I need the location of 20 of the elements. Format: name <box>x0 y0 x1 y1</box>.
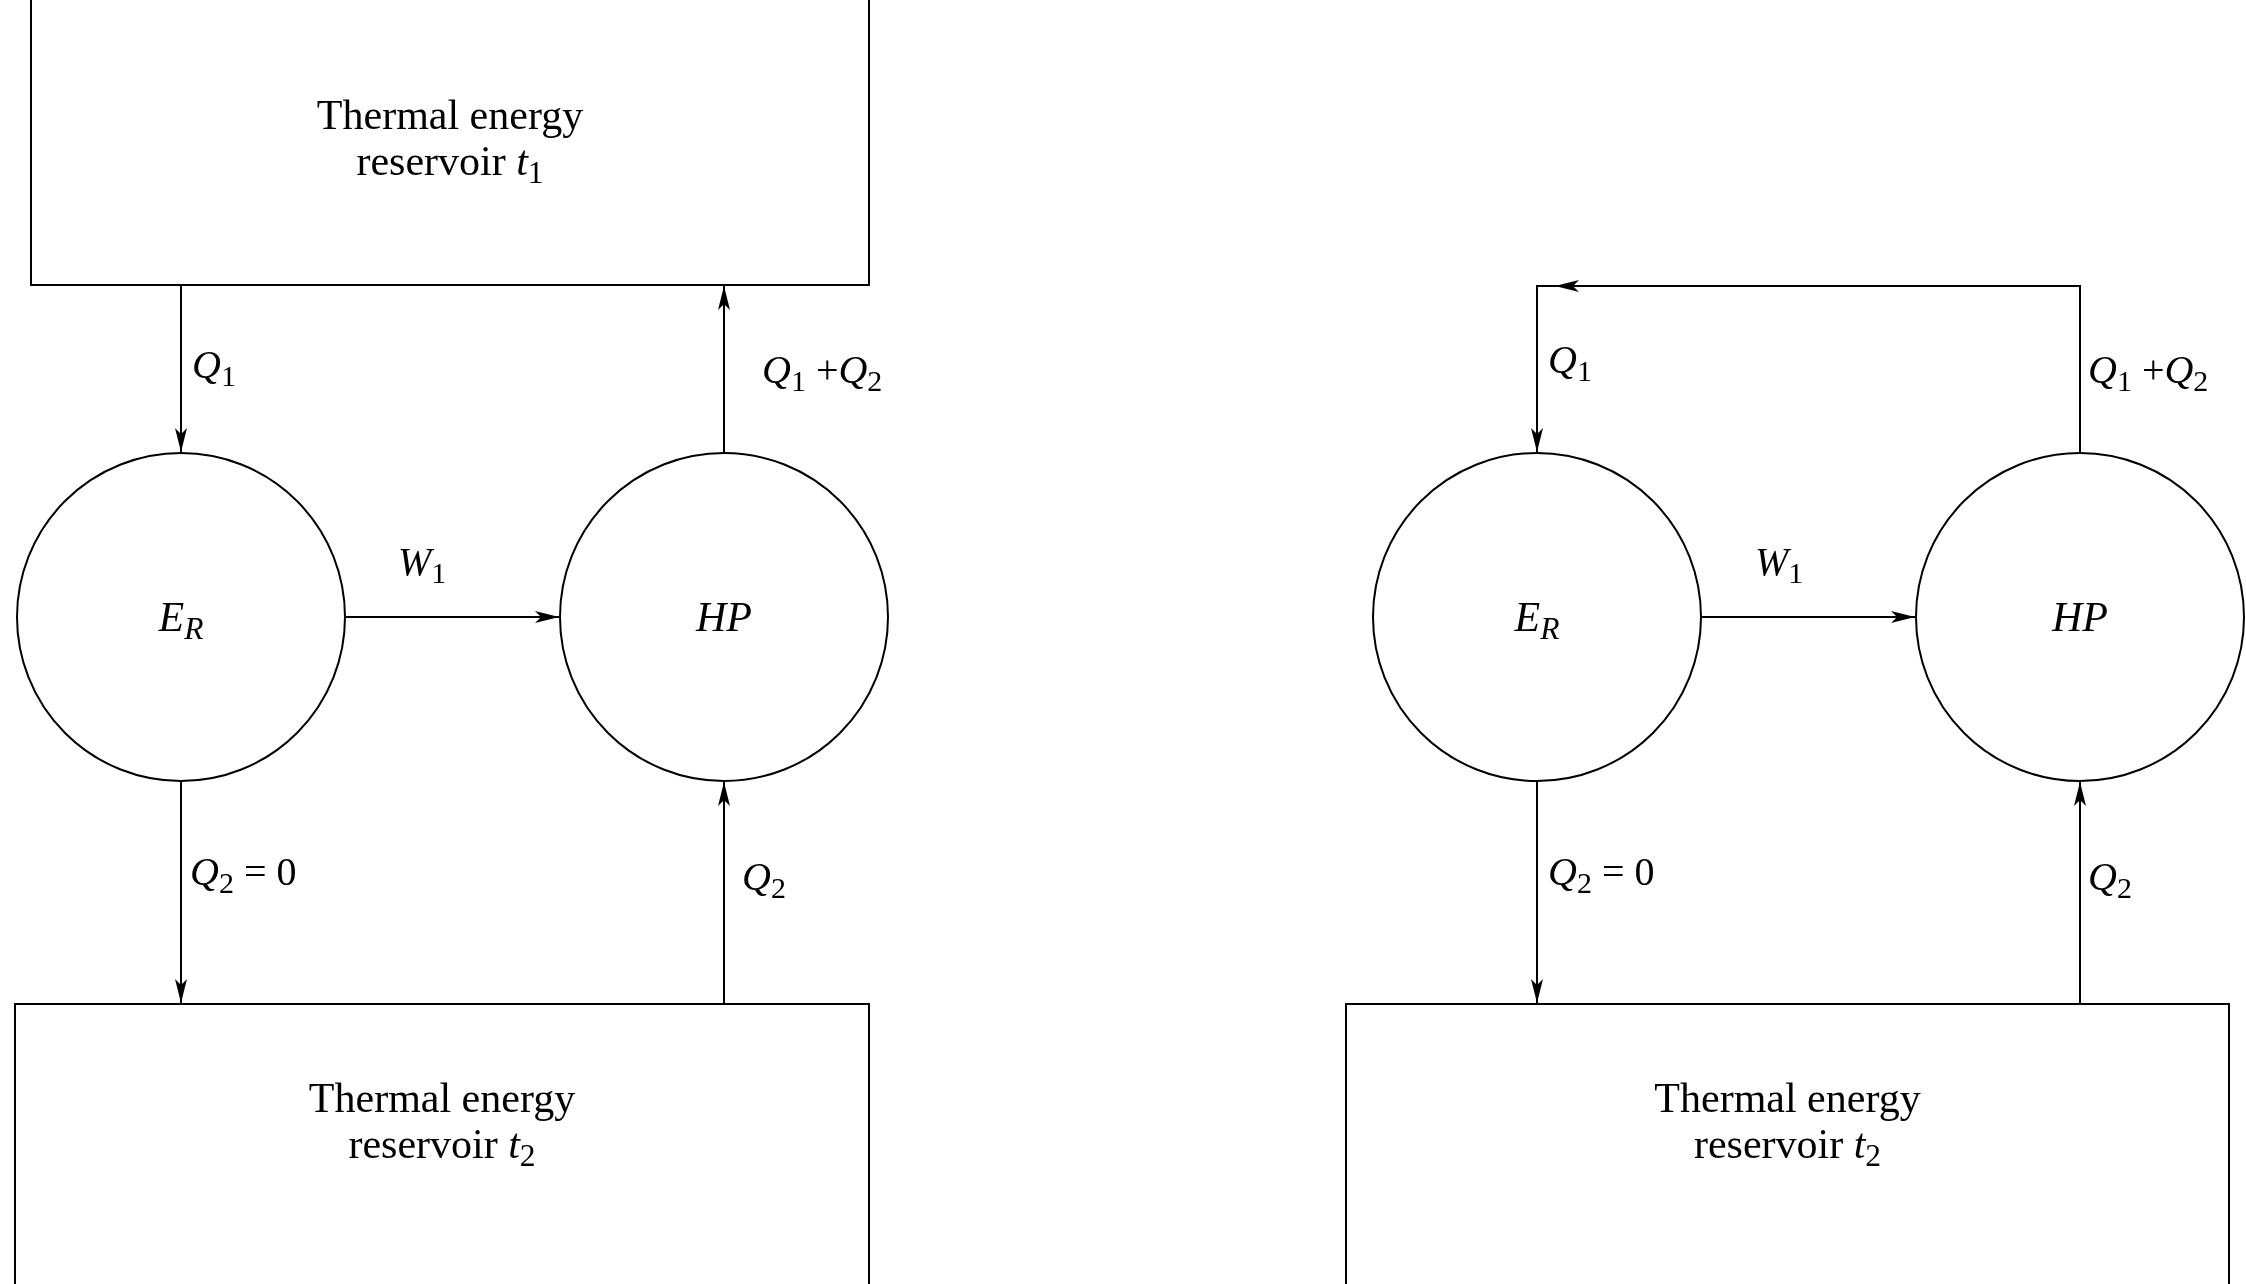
edge-label: Q$_{2}$ <box>2088 857 2132 897</box>
reservoir-box <box>14 1003 870 1284</box>
reservoir-label: Thermal energy reservoir t$_{1}$ <box>315 92 585 185</box>
reservoir-box <box>1345 1003 2230 1284</box>
flow-label: Q$_{1}$ <box>1548 340 1592 380</box>
reservoir-label: Thermal energy reservoir t$_{2}$ <box>307 1075 577 1168</box>
edge-label: Q$_{2}$ <box>742 857 786 897</box>
edge-label: Q$_{2}$ = 0 <box>1548 852 1655 892</box>
edge-label: Q$_{2}$ = 0 <box>190 852 297 892</box>
reservoir-label: Thermal energy reservoir t$_{2}$ <box>1653 1075 1922 1168</box>
edge-label: Q$_{1}$ <box>192 345 236 385</box>
reservoir-box <box>30 0 870 286</box>
edge-label: W$_{1}$ <box>398 542 447 582</box>
edge-label: W$_{1}$ <box>1755 542 1804 582</box>
node-label: HP <box>2052 596 2108 638</box>
edge-label: Q$_{1}$ +Q$_{2}$ <box>2088 350 2209 390</box>
node-label: HP <box>696 596 752 638</box>
node-label: E$_{R}$ <box>158 596 204 638</box>
edge-label: Q$_{1}$ +Q$_{2}$ <box>762 350 883 390</box>
node-label: E$_{R}$ <box>1514 596 1560 638</box>
